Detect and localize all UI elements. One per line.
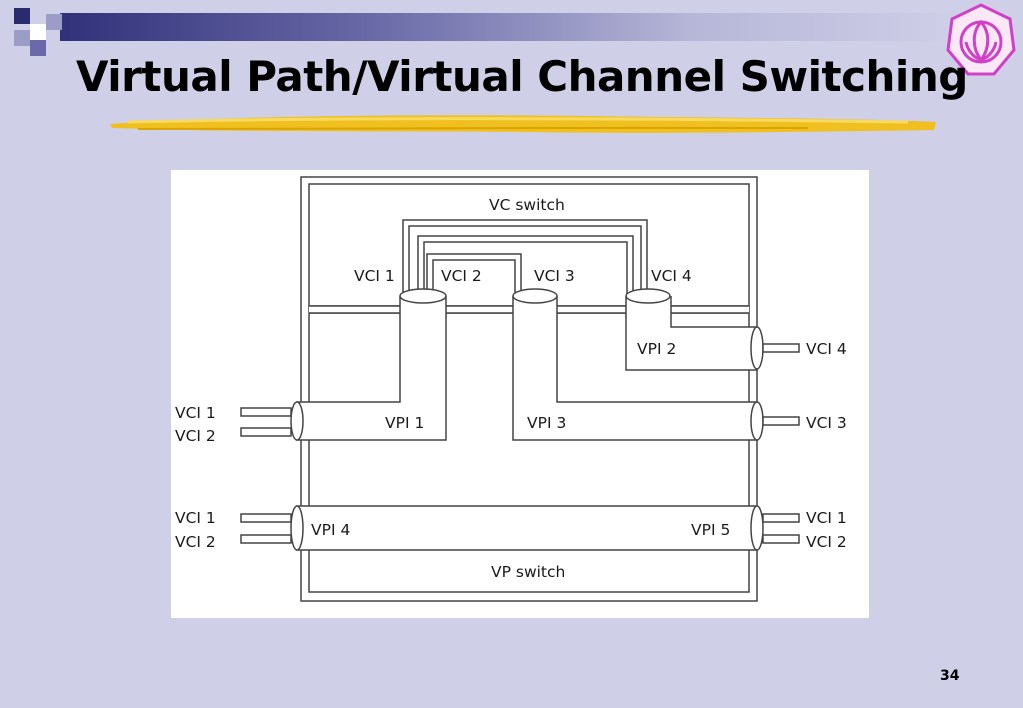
left-input-label: VCI 1 [175, 509, 216, 527]
vpi3-label: VPI 3 [527, 414, 566, 432]
right-output-label: VCI 2 [806, 533, 847, 551]
switch-outer-frame [300, 176, 758, 602]
left-input-label: VCI 2 [175, 533, 216, 551]
right-output-label: VCI 1 [806, 509, 847, 527]
page-number: 34 [940, 668, 960, 684]
vp-switch-label: VP switch [491, 563, 565, 581]
decorative-square [30, 40, 46, 56]
vc-channel-label: VCI 1 [354, 267, 395, 285]
decorative-square [14, 30, 30, 46]
decorative-square [46, 14, 62, 30]
vc-channel-label: VCI 4 [651, 267, 692, 285]
left-input-label: VCI 1 [175, 404, 216, 422]
vpi4-vpi5-pipe [296, 505, 758, 551]
vc-channel-label: VCI 2 [441, 267, 482, 285]
slide-title: Virtual Path/Virtual Channel Switching [76, 52, 968, 101]
right-output-label: VCI 3 [806, 414, 847, 432]
vpi2-label: VPI 2 [637, 340, 676, 358]
vc-channel-label: VCI 3 [534, 267, 575, 285]
channel-stubs [240, 343, 800, 544]
vpi5-label: VPI 5 [691, 521, 730, 539]
switch-inner-frame [308, 183, 750, 593]
vpi4-label: VPI 4 [311, 521, 350, 539]
vc-switch-label: VC switch [489, 196, 565, 214]
vc-cross-connect [402, 219, 648, 294]
title-underline [110, 115, 936, 133]
header-gradient-bar [60, 13, 960, 41]
left-input-label: VCI 2 [175, 427, 216, 445]
vpi1-label: VPI 1 [385, 414, 424, 432]
decorative-square [14, 8, 30, 24]
switching-diagram-svg: VC switch VCI 1 VCI 2 VCI 3 VCI 4 VPI 1 … [175, 176, 847, 602]
decorative-square [30, 24, 46, 40]
lotus-logo-icon [946, 3, 1016, 76]
right-output-label: VCI 4 [806, 340, 847, 358]
vp-vc-switching-diagram: VC switch VCI 1 VCI 2 VCI 3 VCI 4 VPI 1 … [171, 170, 869, 618]
